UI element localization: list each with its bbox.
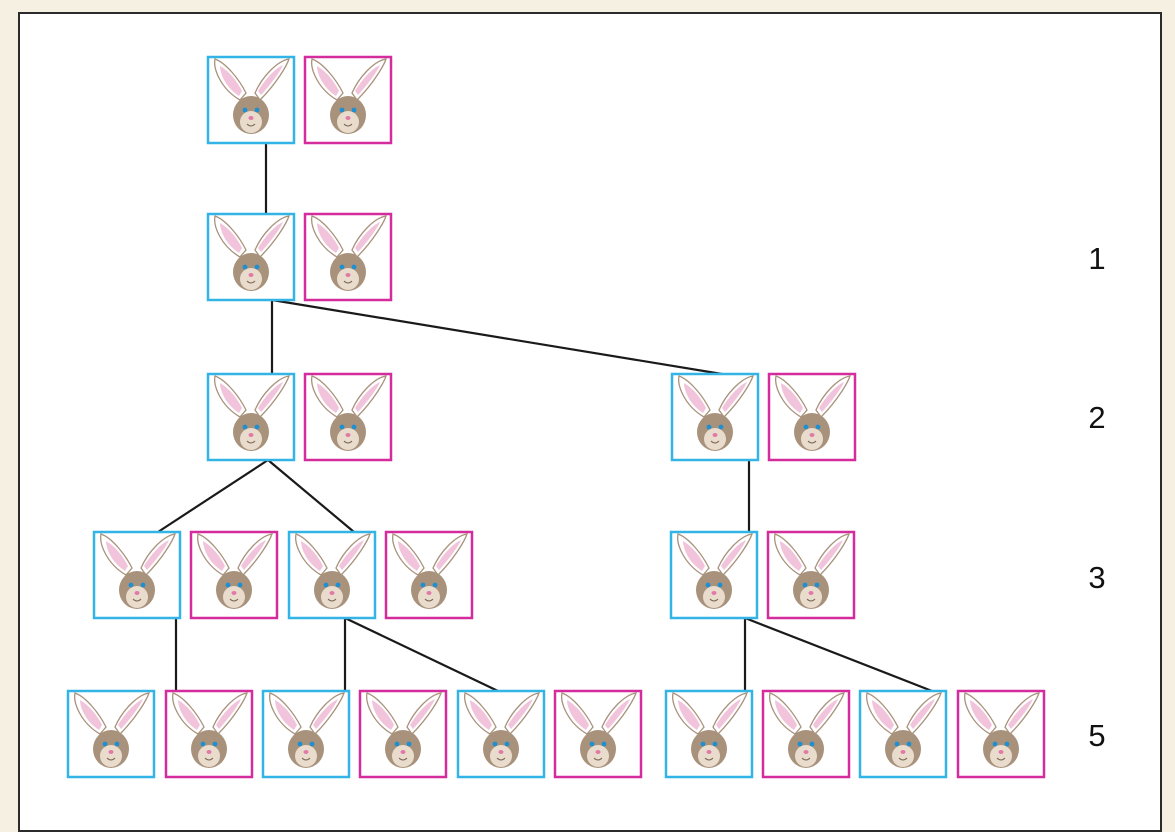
male-rabbit-box — [66, 689, 156, 779]
male-rabbit-box — [670, 372, 760, 462]
female-rabbit-box — [303, 372, 393, 462]
rabbit-pairs — [66, 55, 1046, 779]
connector-line — [267, 459, 355, 533]
connector-lines — [157, 143, 933, 693]
connector-line — [157, 459, 269, 533]
female-rabbit-box — [384, 530, 474, 620]
female-rabbit-box — [189, 530, 279, 620]
male-rabbit-box — [92, 530, 182, 620]
male-rabbit-box — [287, 530, 377, 620]
male-rabbit-box — [456, 689, 546, 779]
female-rabbit-box — [164, 689, 254, 779]
generation-label-3: 3 — [1088, 560, 1105, 595]
connector-line — [271, 298, 723, 376]
generation-label-2: 2 — [1088, 400, 1105, 435]
male-rabbit-box — [206, 212, 296, 302]
generation-label-5: 5 — [1088, 718, 1105, 753]
generation-label-1: 1 — [1088, 241, 1105, 276]
female-rabbit-box — [766, 530, 856, 620]
female-rabbit-box — [303, 55, 393, 145]
male-rabbit-box — [664, 689, 754, 779]
connector-line — [344, 617, 499, 692]
female-rabbit-box — [303, 212, 393, 302]
connector-line — [744, 616, 933, 693]
male-rabbit-box — [206, 372, 296, 462]
female-rabbit-box — [767, 372, 857, 462]
female-rabbit-box — [761, 689, 851, 779]
male-rabbit-box — [669, 530, 759, 620]
male-rabbit-box — [206, 55, 296, 145]
male-rabbit-box — [858, 689, 948, 779]
male-rabbit-box — [261, 689, 351, 779]
female-rabbit-box — [553, 689, 643, 779]
female-rabbit-box — [358, 689, 448, 779]
female-rabbit-box — [956, 689, 1046, 779]
